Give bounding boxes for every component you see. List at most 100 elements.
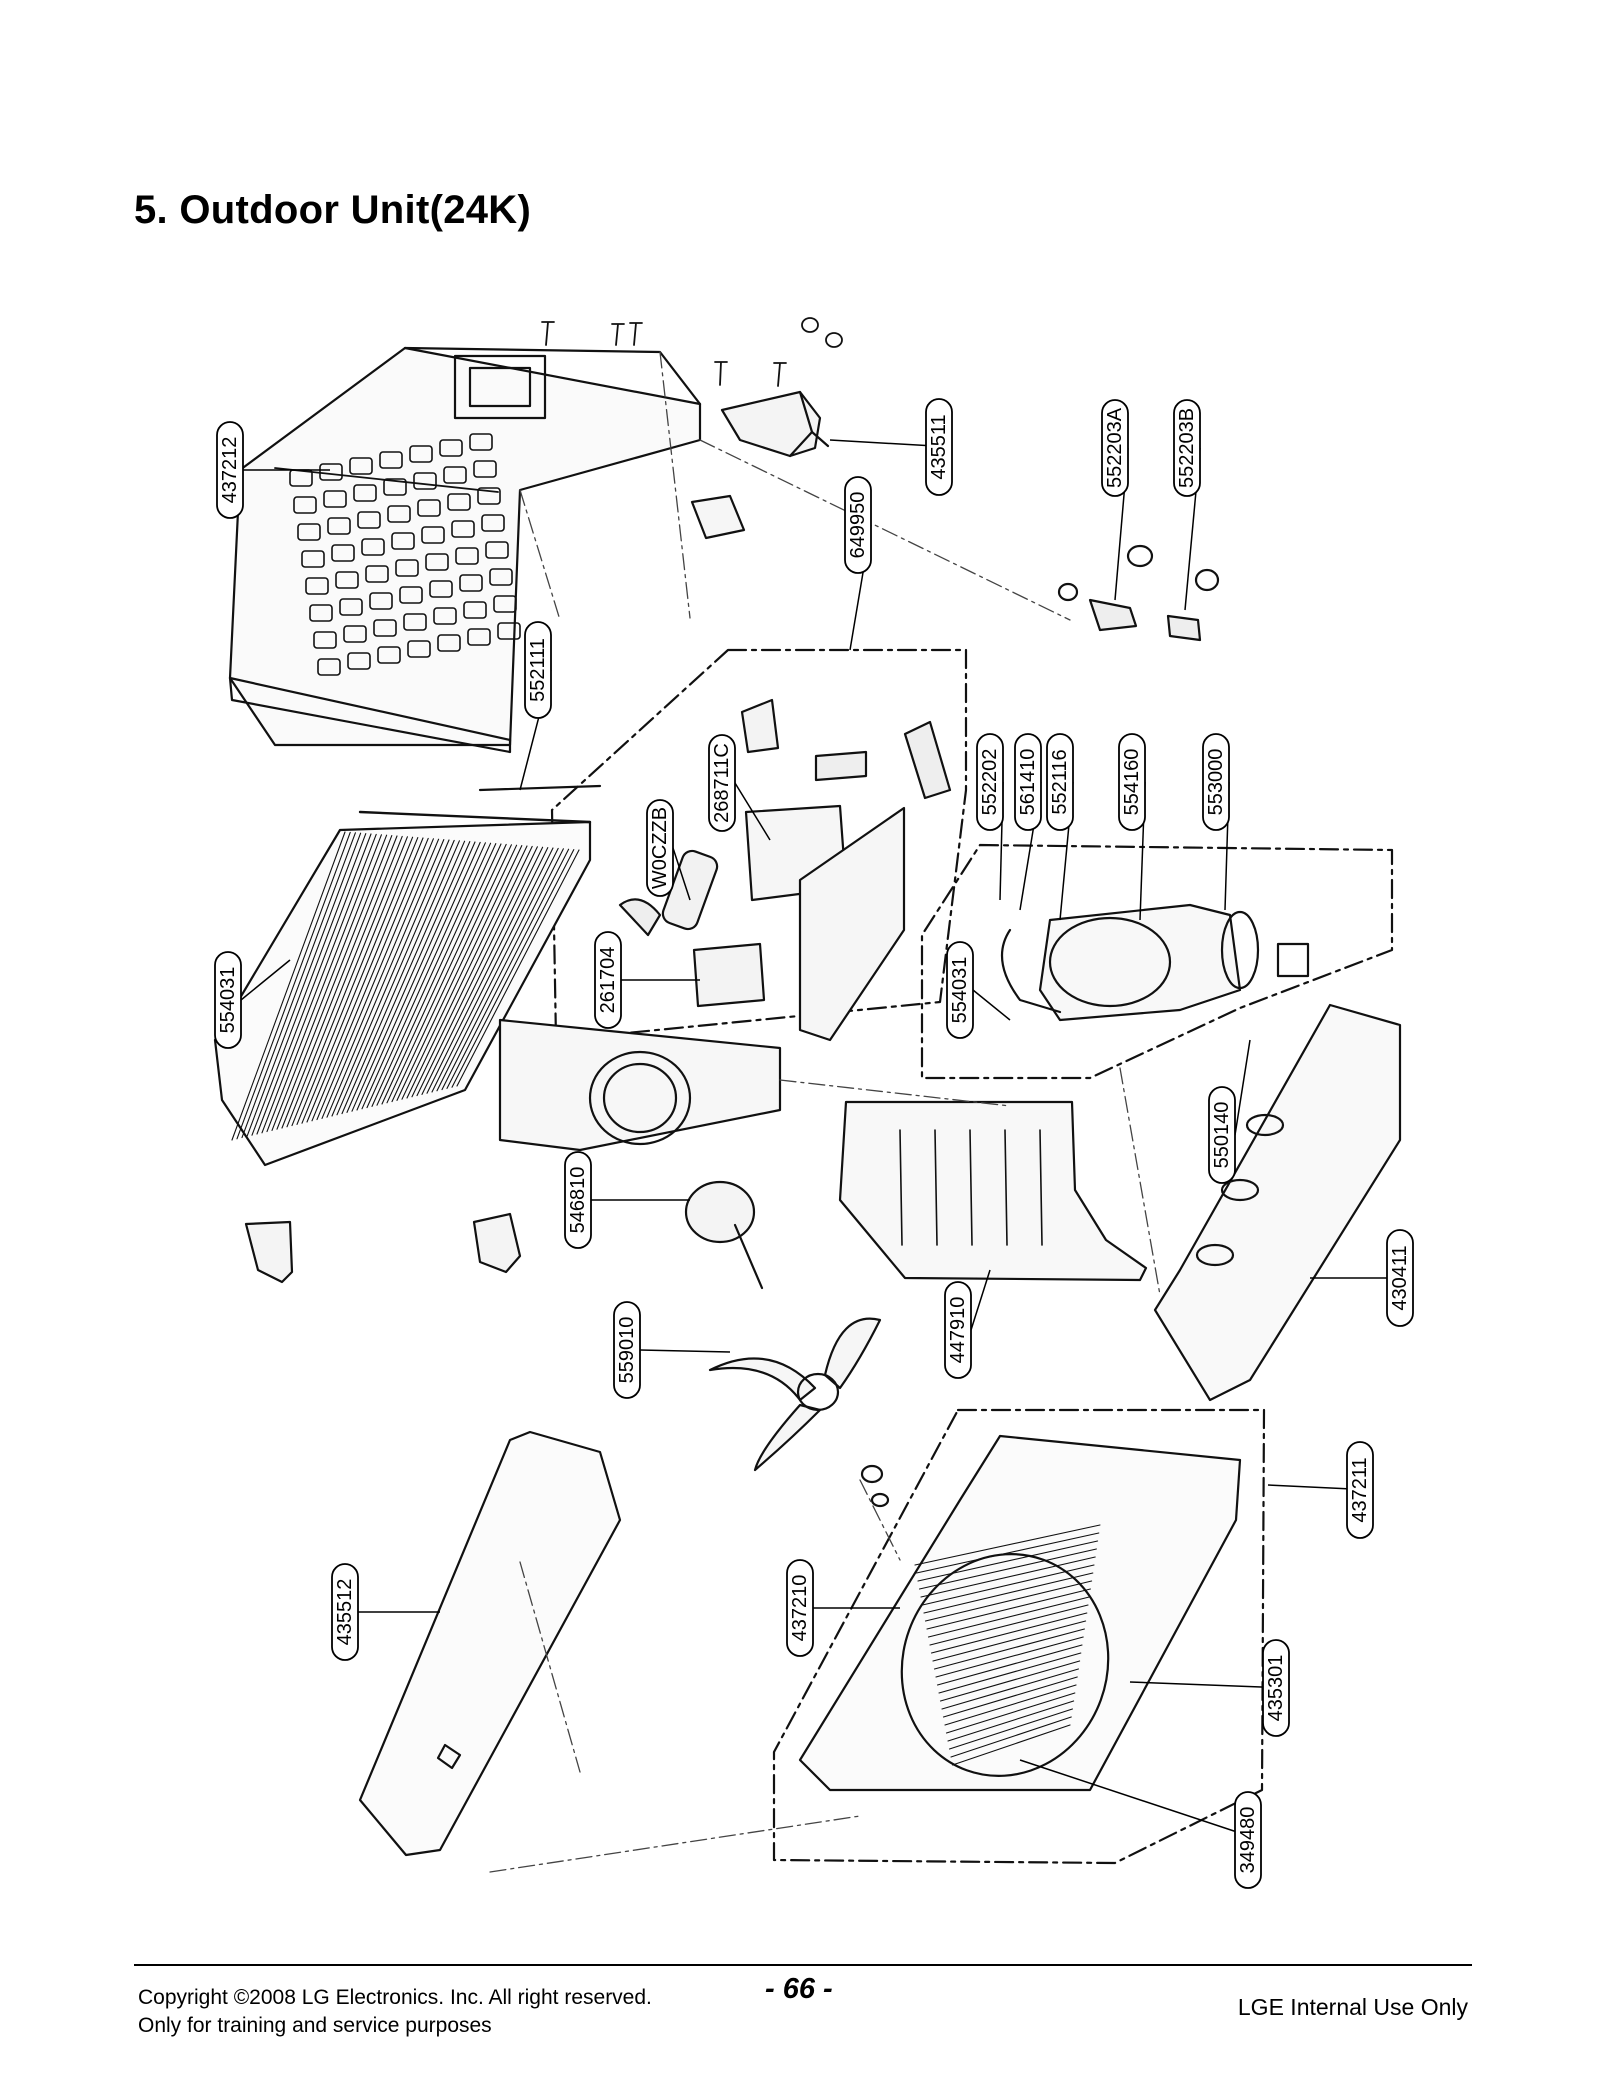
label-268711c-frame	[708, 734, 736, 832]
fan-motor-drawing	[684, 1180, 764, 1290]
label-649950-text: 649950	[847, 492, 869, 559]
label-437211-text: 437211	[1349, 1457, 1371, 1522]
label-550140-frame	[1208, 1086, 1236, 1184]
label-552203b-text: 552203B	[1176, 408, 1198, 488]
label-552111-frame	[524, 621, 552, 719]
label-552111-text: 552111	[527, 638, 549, 702]
motor-bracket	[498, 1018, 782, 1152]
label-554031-compressor: 554031	[946, 941, 974, 1039]
valve-cover-drawing	[720, 390, 830, 458]
label-561410: 561410	[1014, 733, 1042, 831]
label-447910-frame	[944, 1281, 972, 1379]
condenser-coil	[213, 784, 602, 1167]
label-559010-leader	[639, 1349, 731, 1353]
label-552203a: 552203A	[1101, 399, 1129, 497]
training-line: Only for training and service purposes	[138, 2014, 492, 2037]
label-435511-text: 435511	[928, 414, 950, 479]
assembly-guide-lines	[489, 351, 1161, 1873]
label-349480-text: 349480	[1237, 1807, 1259, 1874]
label-561410-text: 561410	[1017, 749, 1039, 816]
label-w0czzb-text: W0CZZB	[649, 807, 671, 889]
label-554031-condenser-text: 554031	[217, 967, 239, 1034]
label-552203b-frame	[1173, 399, 1201, 497]
label-552203a-frame	[1101, 399, 1129, 497]
partition-drawing	[838, 1100, 1148, 1282]
label-435512: 435512	[331, 1563, 359, 1661]
control-box-outline	[550, 648, 968, 1042]
front-panel-outline	[772, 1408, 1266, 1865]
label-w0czzb: W0CZZB	[646, 799, 674, 897]
label-437210-text: 437210	[789, 1575, 811, 1642]
label-552116: 552116	[1046, 733, 1074, 831]
label-553000-text: 553000	[1205, 749, 1227, 816]
compressor-outline	[920, 843, 1394, 1080]
label-435301-text: 435301	[1265, 1655, 1287, 1722]
label-554160-frame	[1118, 733, 1146, 831]
label-554031-compressor-leader	[972, 989, 1011, 1021]
label-554031-condenser: 554031	[214, 951, 242, 1049]
label-437211: 437211	[1346, 1441, 1374, 1539]
base-pan-drawing	[1153, 1003, 1402, 1402]
label-268711c-leader	[734, 782, 771, 841]
label-435301-frame	[1262, 1639, 1290, 1737]
label-649950: 649950	[844, 476, 872, 574]
top-cover-drawing	[228, 346, 702, 754]
copyright-line: Copyright ©2008 LG Electronics. Inc. All…	[138, 1986, 652, 2009]
label-554031-compressor-text: 554031	[949, 957, 971, 1024]
service-valves	[1057, 544, 1220, 642]
control-box-parts	[618, 698, 952, 1042]
label-435512-text: 435512	[334, 1579, 356, 1646]
label-559010-text: 559010	[616, 1317, 638, 1384]
label-349480-leader	[1019, 1759, 1262, 1841]
small-clips	[244, 1212, 522, 1284]
label-w0czzb-frame	[646, 799, 674, 897]
label-447910-leader	[970, 1269, 991, 1331]
label-349480: 349480	[1234, 1791, 1262, 1889]
label-554031-condenser-frame	[214, 951, 242, 1049]
label-437210-frame	[786, 1559, 814, 1657]
label-552202: 552202	[976, 733, 1004, 831]
label-554160: 554160	[1118, 733, 1146, 831]
label-349480-frame	[1234, 1791, 1262, 1889]
label-553000-frame	[1202, 733, 1230, 831]
label-554031-compressor-frame	[946, 941, 974, 1039]
label-261704: 261704	[594, 931, 622, 1029]
footer-copyright: Copyright ©2008 LG Electronics. Inc. All…	[138, 1984, 652, 2040]
footer-divider	[134, 1964, 1472, 1966]
label-553000: 553000	[1202, 733, 1230, 831]
label-437212-frame	[216, 421, 244, 519]
side-panel-drawing	[358, 1430, 622, 1857]
label-430411: 430411	[1386, 1229, 1414, 1327]
label-554031-condenser-leader	[240, 959, 291, 1001]
label-550140-text: 550140	[1211, 1102, 1233, 1169]
label-437211-frame	[1346, 1441, 1374, 1539]
label-268711c-text: 268711C	[711, 743, 733, 823]
label-437212: 437212	[216, 421, 244, 519]
compressor-drawing	[1000, 903, 1310, 1022]
small-bracket	[690, 494, 746, 540]
label-550140: 550140	[1208, 1086, 1236, 1184]
label-559010: 559010	[613, 1301, 641, 1399]
label-552116-frame	[1046, 733, 1074, 831]
page-number: - 66 -	[765, 1973, 833, 2005]
label-261704-text: 261704	[597, 947, 619, 1014]
label-w0czzb-leader	[672, 847, 691, 901]
label-552202-frame	[976, 733, 1004, 831]
label-430411-frame	[1386, 1229, 1414, 1327]
screws-top	[541, 317, 843, 387]
label-561410-frame	[1014, 733, 1042, 831]
label-554160-text: 554160	[1121, 749, 1143, 816]
label-435301: 435301	[1262, 1639, 1290, 1737]
label-430411-text: 430411	[1389, 1245, 1411, 1310]
label-550140-leader	[1234, 1039, 1251, 1136]
label-552203b: 552203B	[1173, 399, 1201, 497]
label-559010-frame	[613, 1301, 641, 1399]
label-552116-text: 552116	[1049, 749, 1071, 814]
label-437212-text: 437212	[219, 437, 241, 504]
label-546810-text: 546810	[567, 1167, 589, 1234]
label-552202-text: 552202	[979, 749, 1001, 816]
label-447910-text: 447910	[947, 1297, 969, 1364]
label-546810-frame	[564, 1151, 592, 1249]
internal-use-note: LGE Internal Use Only	[1237, 1994, 1468, 2020]
